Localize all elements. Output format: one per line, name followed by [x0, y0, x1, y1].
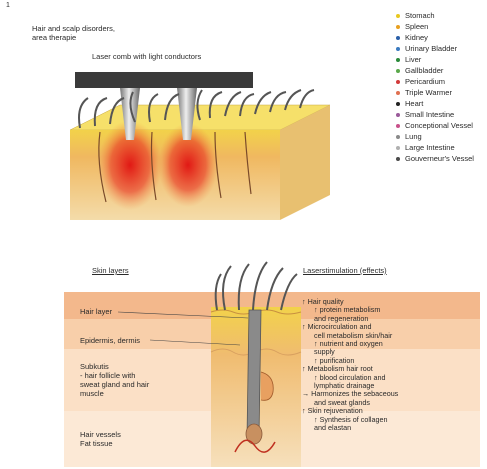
effect-line: and elastan [302, 424, 482, 432]
